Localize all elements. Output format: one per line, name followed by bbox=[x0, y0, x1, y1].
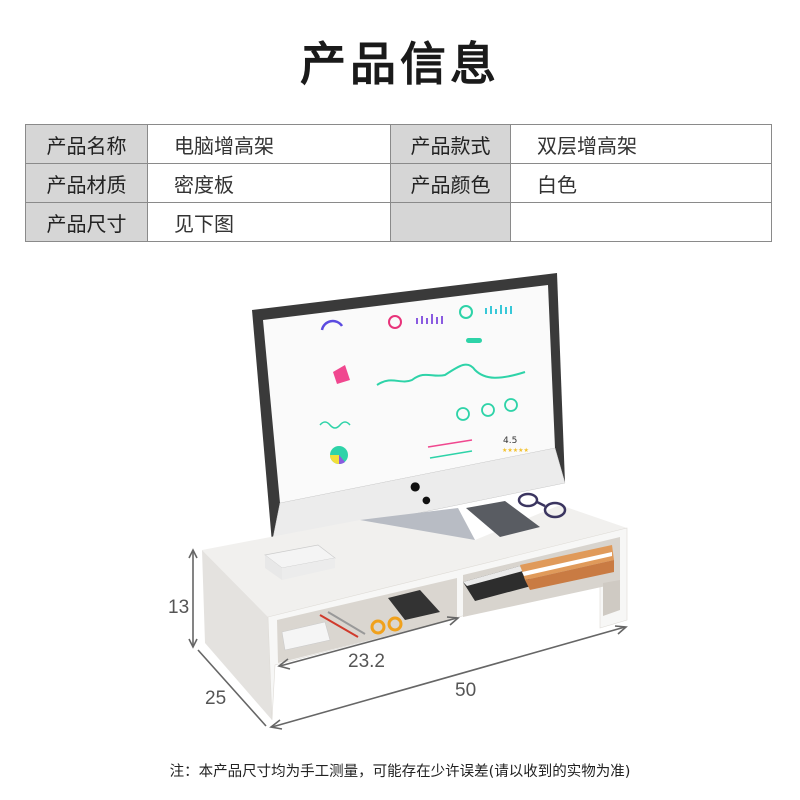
table-row: 产品材质 密度板 产品颜色 白色 bbox=[25, 163, 772, 203]
page-title: 产品信息 bbox=[300, 37, 500, 91]
label-style: 产品款式 bbox=[390, 124, 511, 164]
label-empty bbox=[390, 202, 511, 242]
measurement-note: 注：本产品尺寸均为手工测量，可能存在少许误差(请以收到的实物为准) bbox=[169, 764, 631, 780]
label-name: 产品名称 bbox=[25, 124, 148, 164]
glasses bbox=[517, 492, 567, 519]
apple-logo-icon: ● bbox=[410, 479, 420, 493]
table-row: 产品尺寸 见下图 bbox=[25, 202, 772, 242]
scissors bbox=[370, 616, 403, 635]
value-name: 电脑增高架 bbox=[147, 124, 391, 164]
dimension-length: 50 bbox=[455, 680, 476, 701]
rating-value: 4.5 bbox=[503, 436, 517, 446]
dashboard-screen: 4.5 ★★★★★ bbox=[319, 305, 529, 465]
label-material: 产品材质 bbox=[25, 163, 148, 203]
label-size: 产品尺寸 bbox=[25, 202, 148, 242]
value-size: 见下图 bbox=[147, 202, 391, 242]
dimension-compartment: 23.2 bbox=[348, 651, 385, 672]
dimension-height: 13 bbox=[168, 597, 189, 618]
dimension-lines bbox=[188, 548, 628, 730]
phone bbox=[466, 501, 540, 537]
dimension-depth: 25 bbox=[205, 688, 226, 709]
stapler bbox=[388, 590, 440, 620]
value-empty bbox=[510, 202, 772, 242]
notepad bbox=[281, 621, 331, 651]
value-color: 白色 bbox=[510, 163, 772, 203]
books bbox=[520, 545, 614, 590]
table-row: 产品名称 电脑增高架 产品款式 双层增高架 bbox=[25, 124, 772, 164]
apple-logo-icon: ● bbox=[422, 495, 431, 506]
label-color: 产品颜色 bbox=[390, 163, 511, 203]
product-info-table: 产品名称 电脑增高架 产品款式 双层增高架 产品材质 密度板 产品颜色 白色 产… bbox=[25, 124, 772, 242]
monitor: ● ● 4.5 ★★★★★ bbox=[252, 273, 566, 544]
value-material: 密度板 bbox=[147, 163, 391, 203]
product-photo: ● ● 4.5 ★★★★★ bbox=[168, 273, 628, 730]
value-style: 双层增高架 bbox=[510, 124, 772, 164]
calculator bbox=[463, 566, 535, 601]
svg-text:★★★★★: ★★★★★ bbox=[502, 447, 529, 454]
